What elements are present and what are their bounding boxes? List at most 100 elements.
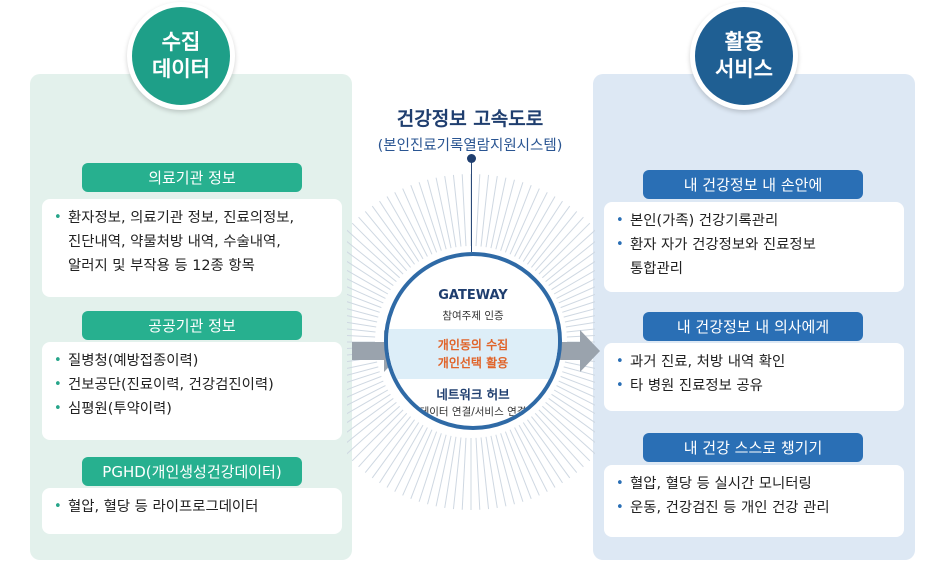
radiating-rays-graphic [347,174,595,510]
ray-line [371,419,415,479]
ray-line [358,413,408,468]
ray-line [364,416,411,473]
bullet-icon: • [616,476,624,491]
consent-band [388,329,558,379]
bullet-icon: • [616,354,624,369]
ray-line [495,434,515,505]
ray-line [347,278,386,299]
ray-line [347,371,380,383]
ray-line [522,200,563,262]
ray-line [490,177,507,249]
list-item: • 혈압, 혈당 등 실시간 모니터링 [616,472,894,496]
ray-line [347,361,378,369]
item-text: 운동, 건강검진 등 개인 건강 관리 [630,500,830,516]
item-text: 혈압, 혈당 등 라이프로그데이터 [68,499,259,515]
ray-line [347,286,384,304]
ray-line [509,429,540,496]
public-institution-tag: 공공기관 정보 [82,311,302,340]
ray-line [347,251,394,286]
health-highway-subtitle: (본인진료기록열람지원시스템) [377,138,563,154]
ray-line [564,315,595,323]
ray-line [556,278,595,299]
ray-line [495,179,515,250]
ray-line [480,174,490,247]
ray-line [538,409,591,462]
pghd-card: • 혈압, 혈당 등 라이프로그데이터 [42,488,342,534]
ray-line [514,192,548,257]
public-institution-card: •질병청(예방접종이력) •건보공단(진료이력, 건강검진이력) •심평원(투약… [42,342,342,440]
ray-line [500,182,524,251]
self-health-care-tag: 내 건강 스스로 챙기기 [643,433,863,462]
ray-line [485,436,498,509]
ray-line [504,184,532,253]
collected-data-bubble: 수집 데이터 [127,2,235,110]
ray-line [410,184,438,253]
bullet-icon: • [616,237,624,252]
ray-line [558,286,595,304]
list-item: •질병청(예방접종이력) [54,349,332,373]
ray-line [410,431,438,500]
ray-line [553,269,595,295]
gateway-subtitle: 참여주제 인증 [442,310,504,322]
ray-line [379,200,420,262]
list-item: •심평원(투약이력) [54,397,332,421]
ray-line [562,301,595,313]
ray-line [452,437,462,510]
ray-line [534,216,584,271]
ray-line [386,196,424,260]
ray-line [558,380,595,398]
ray-line [514,427,548,492]
ray-line [560,375,595,391]
item-text: 혈압, 혈당 등 실시간 모니터링 [630,476,812,492]
ray-line [566,335,595,338]
health-info-to-doctor-card: •과거 진료, 처방 내역 확인 •타 병원 진료정보 공유 [604,343,904,411]
ray-line [347,301,380,313]
ray-line [475,437,481,510]
service-bubble: 활용 서비스 [690,2,798,110]
ray-line [347,380,384,398]
bubble-label-line1: 활용 [724,30,764,54]
item-text: 알러지 및 부작용 등 12종 항목 [68,258,255,274]
ray-line [435,177,452,249]
ray-line [566,328,595,333]
ray-line [545,402,595,444]
list-item: 진단내역, 약물처방 내역, 수술내역, [54,230,332,254]
health-info-to-doctor-tag: 내 건강정보 내 의사에게 [643,312,863,341]
ray-line [435,435,452,507]
ray-line [347,335,376,338]
ray-line [347,321,377,328]
item-text: 타 병원 진료정보 공유 [630,378,763,394]
ray-line [542,405,595,455]
ray-line [364,211,411,268]
ray-line [504,431,532,500]
ray-line [563,366,595,376]
ray-line [427,179,447,250]
item-text: 환자 자가 건강정보와 진료정보 [630,237,816,253]
consent-collect-text: 개인동의 수집 [437,338,509,352]
item-text: 과거 진료, 처방 내역 확인 [630,354,786,370]
ray-line [531,416,578,473]
ray-line [538,222,591,275]
ray-line [347,389,389,415]
ray-line [490,435,507,507]
ray-line [509,188,540,255]
ray-line [347,328,376,333]
ray-line [347,229,400,279]
connector-dot [467,154,476,163]
ray-line [452,174,462,247]
ray-line [347,385,386,406]
bullet-icon: • [54,499,62,514]
ray-line [386,424,424,488]
ray-line [347,398,394,433]
ray-line [444,436,457,509]
bullet-icon: • [616,500,624,515]
health-info-in-hand-tag: 내 건강정보 내 손안에 [643,170,863,199]
health-info-in-hand-card: •본인(가족) 건강기록관리 •환자 자가 건강정보와 진료정보 통합관리 [604,202,904,292]
item-text: 본인(가족) 건강기록관리 [630,213,779,229]
ray-line [556,385,595,406]
gateway-hub: GATEWAY 참여주제 인증 개인동의 수집 개인선택 활용 네트워크 허브 … [384,252,562,430]
list-item: •환자정보, 의료기관 정보, 진료의정보, [54,206,332,230]
ray-line [347,260,391,291]
list-item: 알러지 및 부작용 등 12종 항목 [54,254,332,278]
list-item: •건보공단(진료이력, 건강검진이력) [54,373,332,397]
